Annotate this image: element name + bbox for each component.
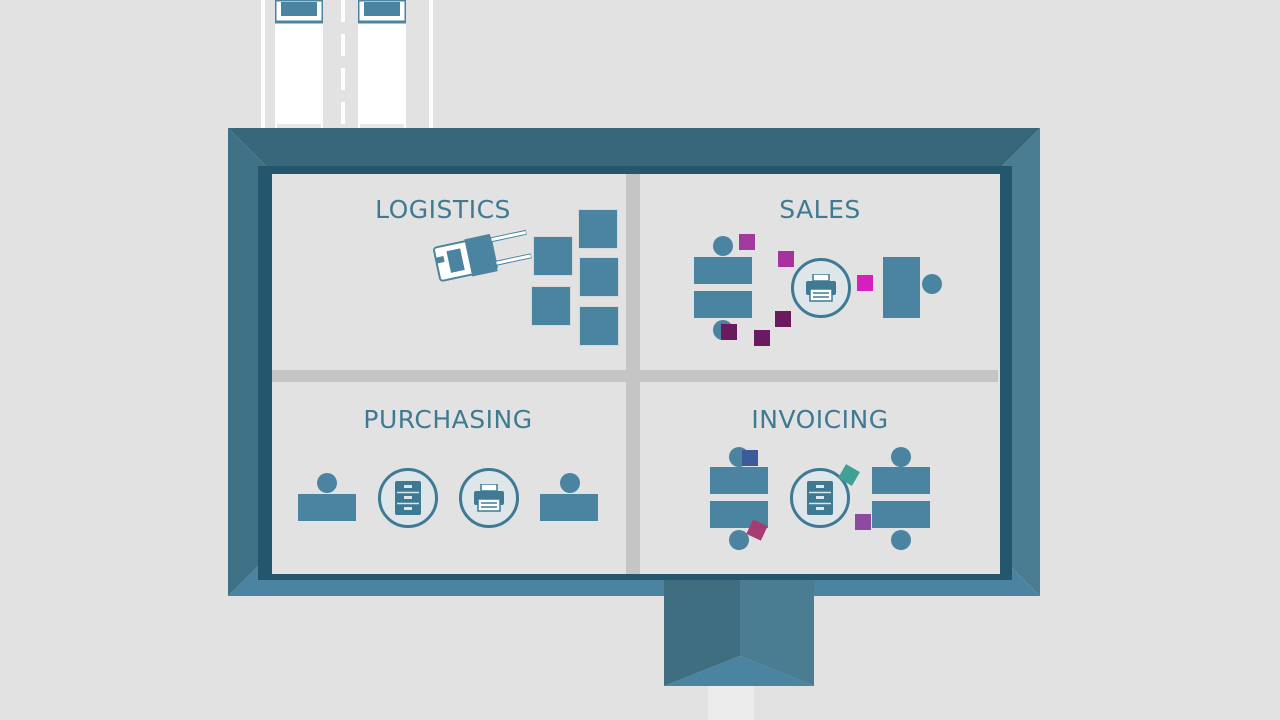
desk-icon bbox=[872, 501, 930, 528]
printer-icon bbox=[474, 484, 504, 512]
room-label-logistics: LOGISTICS bbox=[375, 195, 511, 224]
person-icon bbox=[317, 473, 337, 493]
divider-horizontal bbox=[272, 370, 998, 382]
desk-icon bbox=[540, 494, 598, 521]
road bbox=[258, 0, 436, 128]
document-icon bbox=[754, 330, 770, 346]
road-center-line bbox=[341, 0, 345, 128]
truck-icon bbox=[273, 0, 325, 128]
logistics-box bbox=[580, 258, 618, 296]
room-label-sales: SALES bbox=[779, 195, 861, 224]
logistics-box bbox=[532, 287, 570, 325]
room-label-purchasing: PURCHASING bbox=[363, 405, 533, 434]
logistics-box bbox=[580, 307, 618, 345]
filing-cabinet-icon bbox=[395, 481, 421, 515]
document-icon bbox=[742, 450, 758, 466]
person-icon bbox=[891, 447, 911, 467]
document-icon bbox=[739, 234, 755, 250]
road-edge-right bbox=[429, 0, 433, 128]
person-icon bbox=[729, 530, 749, 550]
desk-icon bbox=[298, 494, 356, 521]
building-entrance bbox=[664, 580, 814, 720]
desk-icon bbox=[883, 257, 920, 318]
document-icon bbox=[775, 311, 791, 327]
filing-cabinet-icon bbox=[807, 481, 833, 515]
printer-station bbox=[459, 468, 519, 528]
room-label-invoicing: INVOICING bbox=[751, 405, 889, 434]
filing-cabinet-station bbox=[378, 468, 438, 528]
desk-icon bbox=[710, 467, 768, 494]
desk-icon bbox=[694, 291, 752, 318]
document-icon bbox=[778, 251, 794, 267]
printer-icon bbox=[806, 274, 836, 302]
document-icon bbox=[857, 275, 873, 291]
forklift-icon bbox=[430, 221, 534, 290]
document-icon bbox=[855, 514, 871, 530]
truck-icon bbox=[356, 0, 408, 128]
document-icon bbox=[721, 324, 737, 340]
printer-station bbox=[791, 258, 851, 318]
person-icon bbox=[891, 530, 911, 550]
logistics-box bbox=[579, 210, 617, 248]
person-icon bbox=[922, 274, 942, 294]
person-icon bbox=[560, 473, 580, 493]
logistics-box bbox=[534, 237, 572, 275]
road-edge-left bbox=[261, 0, 265, 128]
desk-icon bbox=[694, 257, 752, 284]
person-icon bbox=[713, 236, 733, 256]
desk-icon bbox=[872, 467, 930, 494]
